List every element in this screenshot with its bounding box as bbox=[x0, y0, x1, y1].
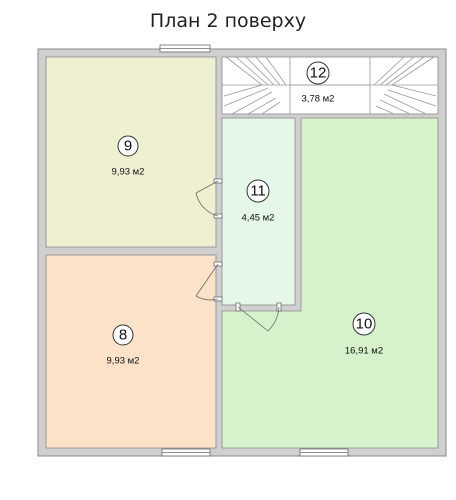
room-12-marker bbox=[306, 61, 330, 85]
room-12-number: 12 bbox=[310, 65, 327, 82]
room-8-area: 9,93 м2 bbox=[107, 356, 140, 367]
room-11-number: 11 bbox=[250, 183, 266, 200]
room-11-marker bbox=[246, 179, 270, 203]
plan-title: План 2 поверху bbox=[149, 10, 307, 32]
room-12-area: 3,78 м2 bbox=[302, 94, 335, 105]
room-11 bbox=[221, 117, 296, 306]
room-8-number: 8 bbox=[119, 327, 127, 344]
door-swing-icon bbox=[195, 178, 282, 332]
stair-icon bbox=[222, 56, 438, 115]
room-10 bbox=[221, 117, 439, 449]
room-9-marker bbox=[117, 135, 139, 157]
room-9-number: 9 bbox=[124, 138, 132, 155]
room-10-number: 10 bbox=[356, 316, 373, 333]
room-9-area: 9,93 м2 bbox=[112, 167, 145, 178]
room-10-marker bbox=[352, 312, 376, 336]
room-10-area: 16,91 м2 bbox=[345, 346, 383, 357]
room-8-marker bbox=[112, 324, 134, 346]
window-icon bbox=[159, 44, 349, 457]
room-11-area: 4,45 м2 bbox=[242, 213, 275, 224]
room-8 bbox=[45, 254, 217, 449]
